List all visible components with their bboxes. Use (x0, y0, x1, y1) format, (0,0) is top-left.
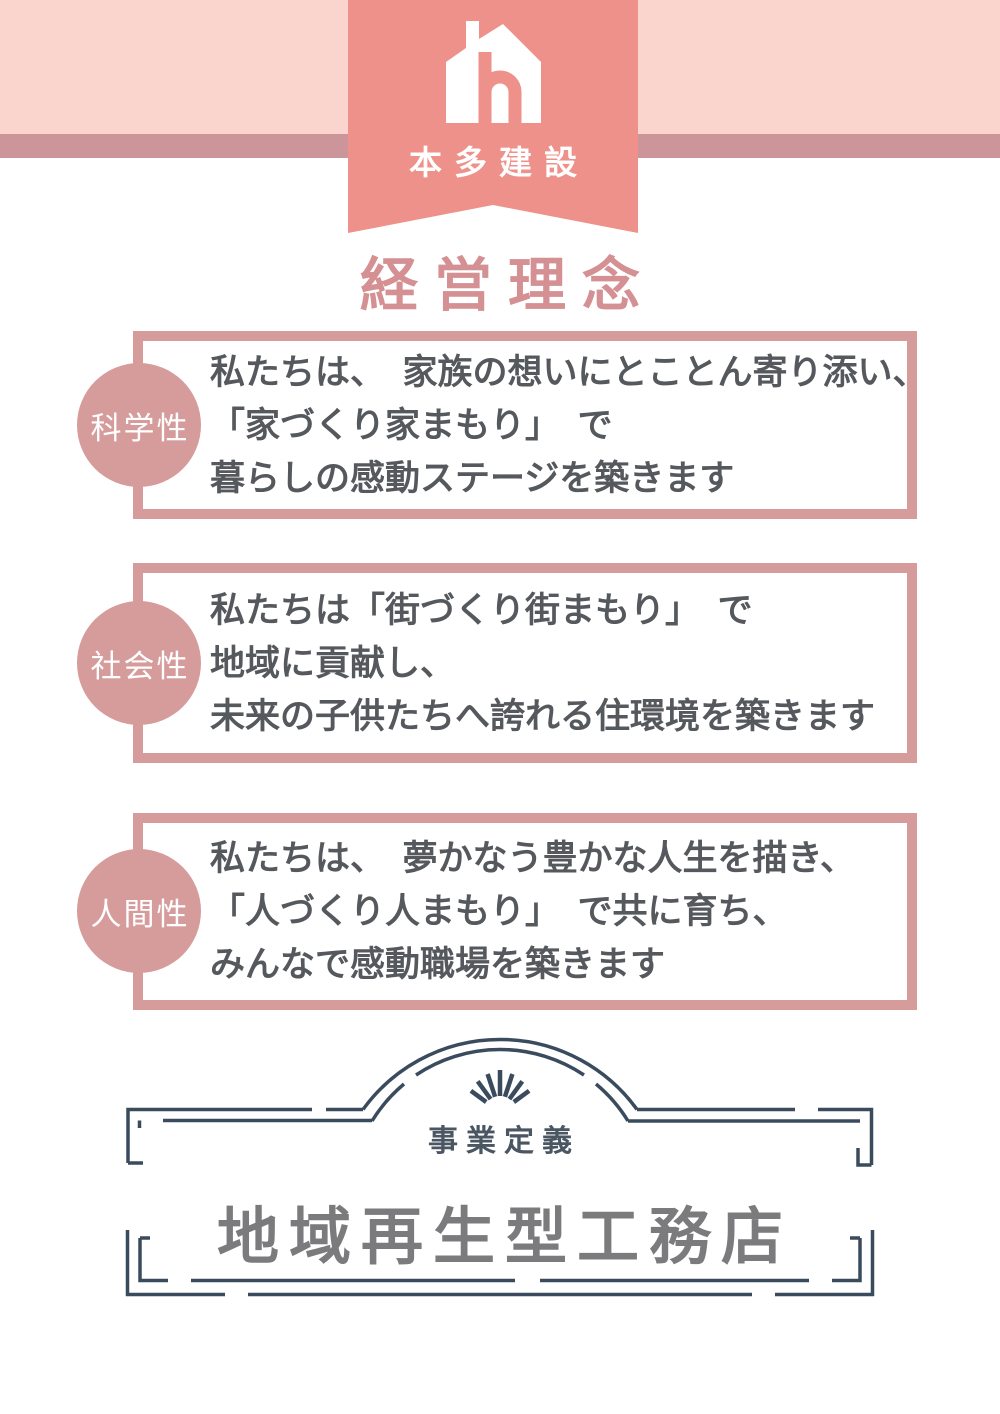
definition-label: 事業定義 (428, 1125, 580, 1158)
principle-line: みんなで感動職場を築きます (210, 945, 666, 984)
definition-title: 地域再生型工務店 (216, 1204, 793, 1272)
principle-line: 地域に貢献し、 (210, 643, 456, 683)
principle-badge-science: 科学性 (77, 363, 201, 487)
principle-line: 暮らしの感動ステージを築きます (210, 458, 735, 498)
page-title: 経営理念 (359, 253, 656, 318)
brand-name: 本多建設 (409, 146, 589, 182)
brand-ribbon: 本多建設 (348, 0, 638, 233)
principle-badge-human: 人間性 (77, 849, 201, 973)
principle-line: 私たちは「街づくり街まもり」 で (210, 590, 753, 630)
principle-line: 「家づくり家まもり」 で (210, 405, 613, 445)
principle-card-human: 私たちは、 夢かなう豊かな人生を描き、 「人づくり人まもり」 で共に育ち、 みん… (133, 813, 917, 1010)
rays-icon (469, 1070, 531, 1104)
principle-badge-social: 社会性 (77, 601, 201, 725)
house-logo-icon (446, 21, 541, 123)
principle-card-social: 私たちは「街づくり街まもり」 で 地域に貢献し、 未来の子供たちへ誇れる住環境を… (133, 563, 917, 763)
principle-line: 私たちは、 夢かなう豊かな人生を描き、 (210, 839, 856, 878)
principle-line: 未来の子供たちへ誇れる住環境を築きます (210, 696, 876, 736)
principle-line: 「人づくり人まもり」 で共に育ち、 (210, 892, 788, 931)
principle-card-science: 私たちは、 家族の想いにとことん寄り添い、 「家づくり家まもり」 で 暮らしの感… (133, 331, 928, 519)
principle-line: 私たちは、 家族の想いにとことん寄り添い、 (210, 352, 928, 392)
